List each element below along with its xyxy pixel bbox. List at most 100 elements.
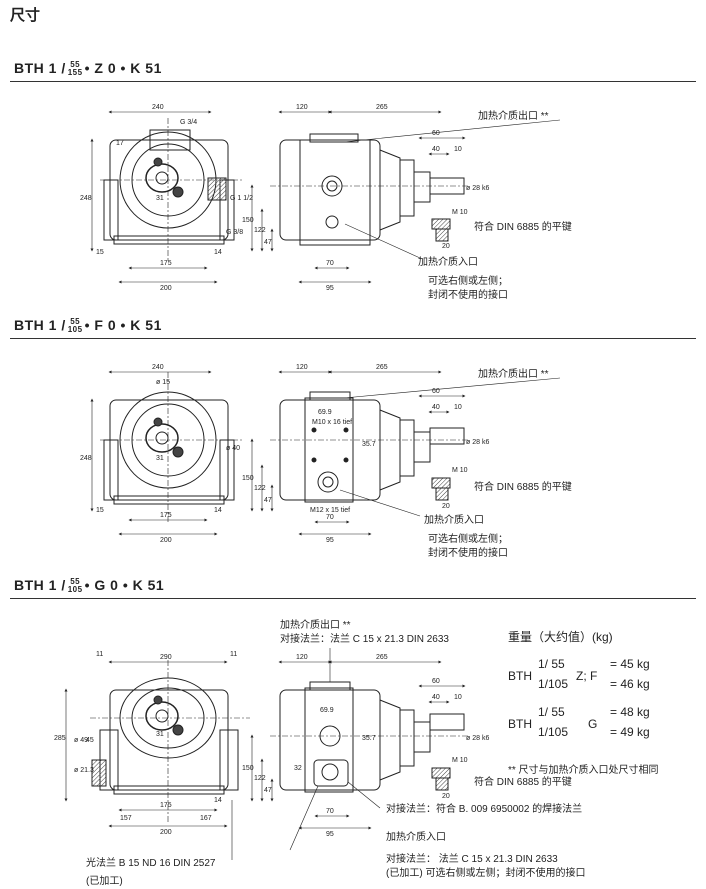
dim-label: ø 28 k6 [466,735,489,742]
dim-label: 120 [296,104,308,111]
dim-label: 70 [326,260,334,267]
dim-label: 15 [96,507,104,514]
flange-bottom-label: 对接法兰： 法兰 C 15 x 21.3 DIN 2633 [386,854,558,865]
weight-table: 重量（大约值）(kg) BTH 1/ 55 1/105 Z; F = 45 kg… [508,628,698,776]
heat-inlet-label: 加热介质入口 [418,257,478,268]
dim-label: 35.7 [362,735,376,742]
dim-label: 240 [152,104,164,111]
weight-variant-bottom: 1/105 [538,677,569,691]
flange-top-label: 对接法兰：法兰 C 15 x 21.3 DIN 2633 [280,634,449,645]
side-view-f0 [270,391,470,503]
dim-label: 120 [296,364,308,371]
dim-label: 69.9 [320,707,334,714]
dim-label: 47 [264,239,272,246]
weight-variant-bottom: 1/105 [538,725,569,739]
dim-label: 20 [442,243,450,250]
weight-value-top: = 45 kg [610,657,650,671]
dim-label: 40 [432,404,440,411]
dim-label: 14 [214,507,222,514]
dim-label: 60 [432,678,440,685]
weight-title: 重量（大约值）(kg) [508,630,613,644]
dim-label: M10 x 16 tief [312,419,352,426]
dim-label: 265 [376,654,388,661]
dim-label: M 10 [452,209,468,216]
dim-label: 60 [432,130,440,137]
dim-label: ø 28 k6 [466,185,489,192]
dim-label: ø 21.3 [74,767,94,774]
dim-label: 248 [80,195,92,202]
weight-variant-top: 1/ 55 [538,657,565,671]
dim-label: M12 x 15 tief [310,507,350,514]
dim-label: 10 [454,404,462,411]
dim-label: 265 [376,364,388,371]
dim-label: 45 [86,737,94,744]
optional-side-label: 可选右侧或左侧； [428,534,508,545]
dim-label: 15 [96,249,104,256]
weight-type: Z; F [576,669,598,683]
dim-label: 31 [156,195,164,202]
dim-label: ø 28 k6 [466,439,489,446]
dim-label: 200 [160,829,172,836]
side-view-z0 [270,133,470,246]
dim-label: 10 [454,146,462,153]
dim-label: 35.7 [362,441,376,448]
close-unused-label: 封闭不使用的接口 [428,548,508,559]
weight-value-bottom: = 49 kg [610,725,650,739]
dim-label: ø 40 [226,445,240,452]
dim-label: ø 49 [74,737,88,744]
close-unused-label: 封闭不使用的接口 [428,290,508,301]
plain-flange-label: 光法兰 B 15 ND 16 DIN 2527 [86,858,216,869]
dim-label: 200 [160,285,172,292]
dim-label: 285 [54,735,66,742]
dim-label: 122 [254,485,266,492]
dim-label: G 3/4 [180,119,197,126]
dim-label: 175 [160,802,172,809]
front-view-g0 [90,660,250,822]
dim-label: M 10 [452,757,468,764]
dim-label: 11 [96,651,103,658]
dim-label: 150 [242,765,254,772]
heat-outlet-label: 加热介质出口 ** [280,620,351,631]
dim-label: 167 [200,815,212,822]
weight-value-bottom: = 46 kg [610,677,650,691]
dim-label: 122 [254,227,266,234]
weight-model: BTH [508,669,532,683]
dim-label: 240 [152,364,164,371]
weight-variant-top: 1/ 55 [538,705,565,719]
dim-label: ø 15 [156,379,170,386]
dim-label: 150 [242,217,254,224]
section-rule [10,598,696,599]
page-title: 尺寸 [10,7,41,24]
dimension-texts: 240 G 3/4 17 248 31 15 150 122 47 175 20… [54,104,489,838]
dim-label: 32 [294,765,302,772]
dim-label: 175 [160,260,172,267]
weight-type: G [588,717,598,731]
dim-label: 70 [326,808,334,815]
plain-flange-note: (已加工) [86,876,123,887]
dim-label: 95 [326,285,334,292]
key-label: 符合 DIN 6885 的平键 [474,482,572,493]
dim-label: G 3/8 [226,229,243,236]
front-view-z0 [100,118,244,262]
optional-side-label: 可选右侧或左侧； [428,276,508,287]
dim-label: 20 [442,503,450,510]
heat-inlet-label: 加热介质入口 [424,515,484,526]
dim-label: 14 [214,249,222,256]
dim-label: 70 [326,514,334,521]
dim-label: 290 [160,654,172,661]
dim-label: 40 [432,146,440,153]
dim-label: 248 [80,455,92,462]
weight-note: ** 尺寸与加热介质入口处尺寸相同 [508,765,659,776]
dim-label: 31 [156,455,164,462]
dim-label: 200 [160,537,172,544]
dim-label: 47 [264,497,272,504]
key-label: 符合 DIN 6885 的平键 [474,777,572,788]
dim-label: G 1 1/2 [230,195,253,202]
dim-label: 95 [326,537,334,544]
dim-label: 95 [326,831,334,838]
dim-label: 47 [264,787,272,794]
dim-label: 120 [296,654,308,661]
